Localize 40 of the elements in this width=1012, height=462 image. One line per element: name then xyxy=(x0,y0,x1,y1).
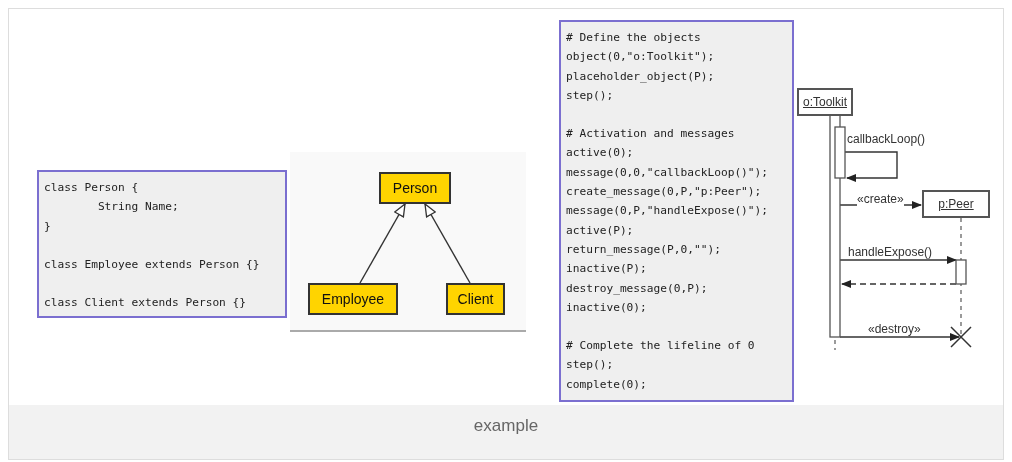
code-line: inactive(P); xyxy=(566,261,647,278)
code-line: class Employee extends Person {} xyxy=(44,256,260,273)
code-line: destroy_message(0,P); xyxy=(566,280,708,297)
caption: example xyxy=(473,416,539,435)
message-arrow xyxy=(839,256,957,264)
code-line: class Client extends Person {} xyxy=(44,295,247,312)
code-line: create_message(0,P,"p:Peer"); xyxy=(566,184,762,201)
class-box: Person xyxy=(379,172,451,204)
code-line: step(); xyxy=(566,87,614,104)
class-box: Employee xyxy=(308,283,398,315)
code-line: # Complete the lifeline of 0 xyxy=(566,338,755,355)
code-block xyxy=(559,20,794,402)
code-line: inactive(0); xyxy=(566,299,647,316)
code-line: placeholder_object(P); xyxy=(566,68,715,85)
edge-label: «create» xyxy=(857,193,904,206)
generalization-arrow xyxy=(359,203,406,284)
message-arrow xyxy=(839,333,960,341)
code-line: class Person { xyxy=(44,180,139,196)
code-line: message(0,P,"handleExpose()"); xyxy=(566,203,769,220)
code-line: complete(0); xyxy=(566,376,647,393)
code-line: message(0,0,"callbackLoop()"); xyxy=(566,164,769,181)
edge-label: handleExpose() xyxy=(848,246,933,259)
code-line: } xyxy=(44,218,51,235)
code-block xyxy=(37,170,287,318)
code-line: String Name; xyxy=(96,199,179,216)
edge-label: callbackLoop() xyxy=(847,133,926,146)
object-box: p:Peer xyxy=(922,190,990,218)
code-line: active(0); xyxy=(566,145,634,162)
message-arrow xyxy=(841,280,957,288)
message-arrow xyxy=(844,151,898,182)
code-line: object(0,"o:Toolkit"); xyxy=(566,49,715,66)
code-line: return_message(P,0,""); xyxy=(566,241,721,258)
code-line: active(P); xyxy=(566,222,634,239)
generalization-arrow xyxy=(424,203,471,284)
class-box: Client xyxy=(446,283,505,315)
object-box: o:Toolkit xyxy=(797,88,853,116)
code-line: # Define the objects xyxy=(566,30,701,46)
code-line: step(); xyxy=(566,357,614,374)
edge-label: «destroy» xyxy=(868,323,921,336)
code-line: # Activation and messages xyxy=(566,126,735,143)
